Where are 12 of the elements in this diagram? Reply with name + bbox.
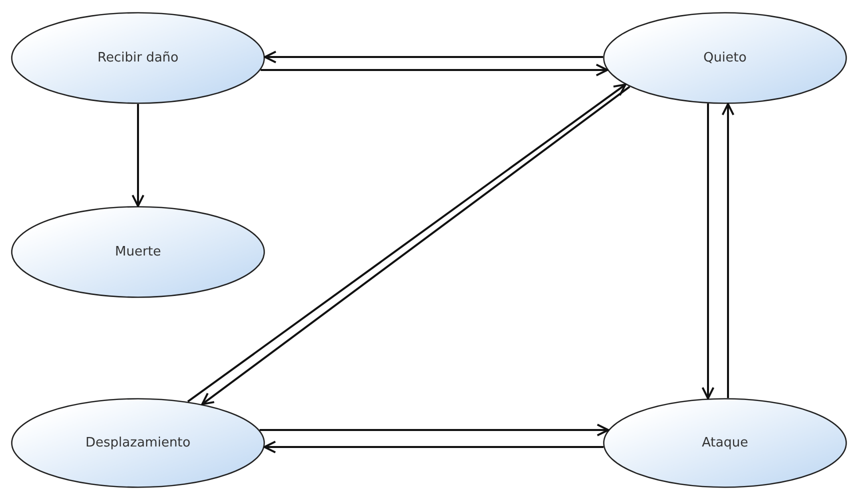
arrow (702, 104, 714, 400)
state-label: Desplazamiento (86, 436, 190, 450)
arrow (264, 50, 604, 64)
arrow (722, 103, 734, 398)
arrow (132, 104, 144, 207)
state-label: Recibir daño (98, 50, 178, 66)
state-label: Quieto (703, 50, 747, 66)
arrow (260, 424, 610, 436)
arrow (264, 440, 604, 454)
state-label: Muerte (115, 244, 161, 260)
arrow (260, 64, 608, 76)
state-label: Ataque (702, 436, 748, 450)
